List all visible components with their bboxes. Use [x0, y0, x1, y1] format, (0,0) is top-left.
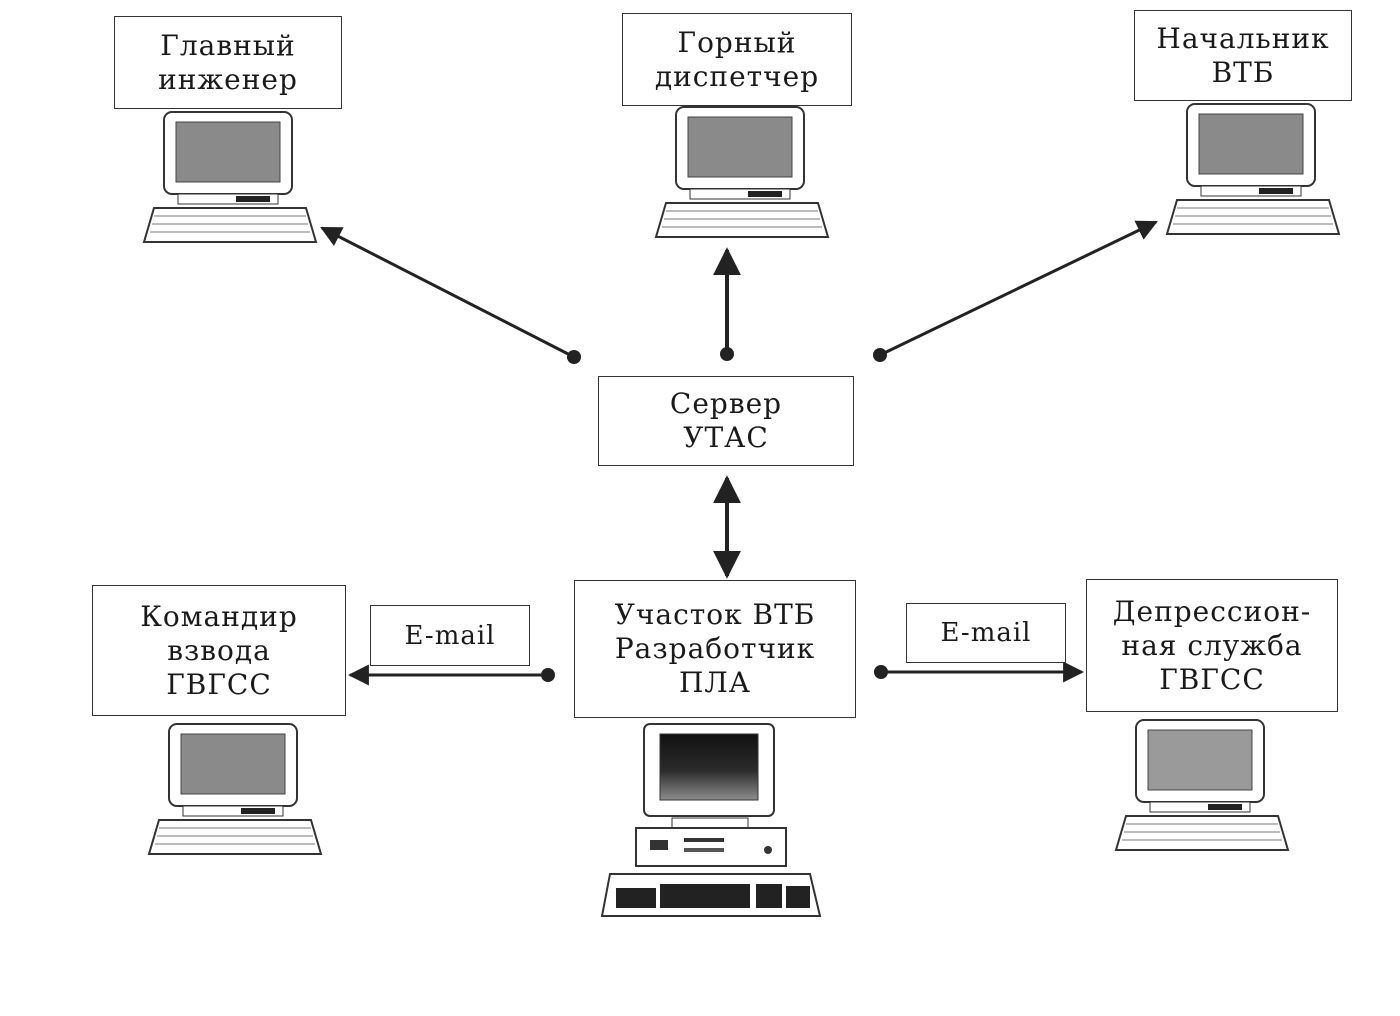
node-label: диспетчер — [654, 59, 820, 93]
computer-icon — [1165, 103, 1341, 235]
node-platoon-commander: Командир взвода ГВГСС — [92, 585, 346, 716]
desktop-workstation-icon — [600, 723, 822, 917]
node-label: Главный — [160, 28, 296, 62]
computer-icon — [147, 723, 323, 855]
node-depression-service: Депрессион- ная служба ГВГСС — [1086, 579, 1338, 712]
node-vtb-chief: Начальник ВТБ — [1134, 10, 1352, 101]
node-label: инженер — [158, 62, 298, 96]
computer-icon — [142, 111, 318, 243]
node-label: ГВГСС — [1159, 662, 1265, 696]
link-dot — [874, 665, 888, 679]
node-vtb-section: Участок ВТБ Разработчик ПЛА — [574, 580, 856, 718]
node-mine-dispatcher: Горный диспетчер — [622, 13, 852, 106]
node-label: Горный — [677, 25, 797, 59]
node-label: взвода — [167, 633, 271, 667]
node-label: Начальник — [1156, 21, 1330, 55]
link-dot — [567, 350, 581, 364]
node-chief-engineer: Главный инженер — [114, 16, 342, 109]
link-server-vtb-chief — [879, 220, 1158, 357]
link-dot — [541, 668, 555, 682]
node-label: ная служба — [1121, 628, 1303, 662]
node-label: ПЛА — [679, 666, 751, 699]
link-dot — [873, 348, 887, 362]
node-label: Депрессион- — [1112, 594, 1312, 628]
email-label-right: E-mail — [906, 603, 1066, 663]
node-label: Участок ВТБ — [614, 598, 816, 631]
node-label: Сервер — [669, 387, 783, 420]
node-label: Разработчик — [614, 632, 816, 665]
node-label: ГВГСС — [166, 667, 272, 701]
computer-icon — [1114, 719, 1290, 851]
computer-icon — [654, 106, 830, 238]
node-server: Сервер УТАС — [598, 376, 854, 466]
link-dot — [720, 347, 734, 361]
node-label: ВТБ — [1211, 55, 1275, 89]
node-label: Командир — [140, 599, 298, 633]
link-server-chief-engineer — [320, 226, 575, 359]
email-label-left: E-mail — [370, 605, 530, 666]
node-label: УТАС — [683, 421, 769, 454]
